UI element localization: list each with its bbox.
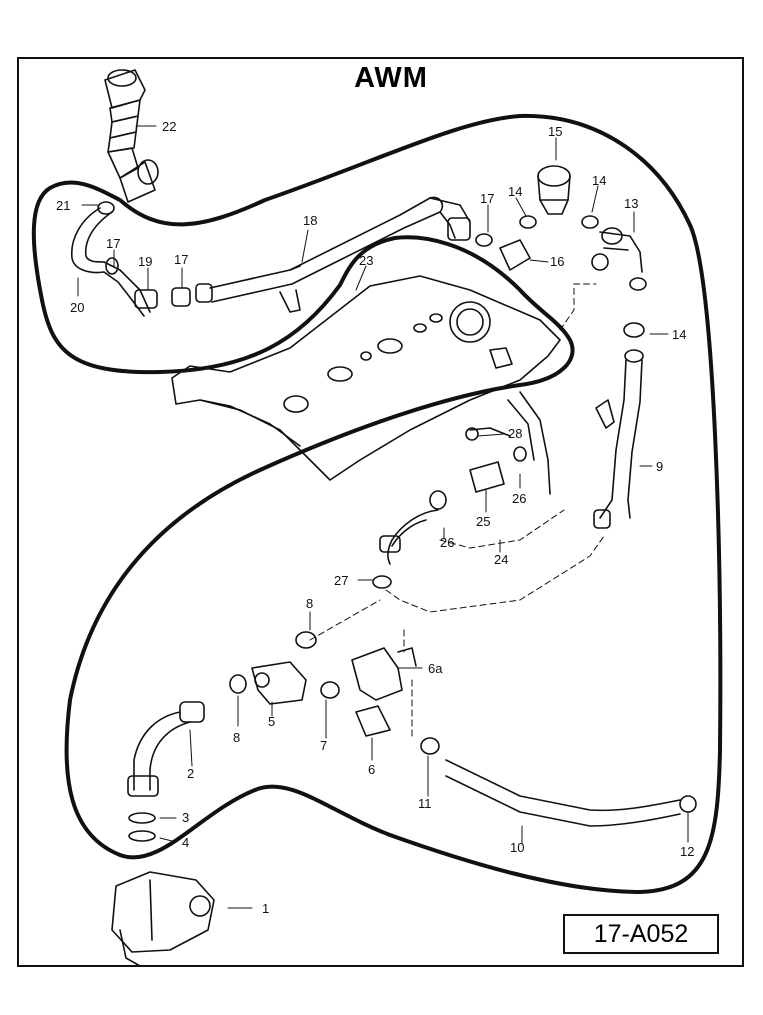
label-14-lower: 14 xyxy=(672,327,686,342)
part-10-hose xyxy=(445,759,697,827)
label-8-top: 8 xyxy=(306,596,313,611)
label-13: 13 xyxy=(624,196,638,211)
label-17-mid: 17 xyxy=(174,252,188,267)
hose-routing-outline xyxy=(31,113,723,894)
label-18: 18 xyxy=(303,213,317,228)
label-11: 11 xyxy=(418,796,432,811)
part-15-valve xyxy=(475,165,647,338)
label-17-left: 17 xyxy=(106,236,120,251)
label-24: 24 xyxy=(494,552,508,567)
label-7: 7 xyxy=(320,738,327,753)
part-1-pump xyxy=(111,871,215,967)
label-4: 4 xyxy=(182,835,189,850)
part-23-cover xyxy=(171,275,561,481)
part-22-connector xyxy=(104,69,159,203)
label-1: 1 xyxy=(262,901,269,916)
part-24-group xyxy=(372,391,551,589)
label-3: 3 xyxy=(182,810,189,825)
label-6a: 6a xyxy=(428,661,443,676)
label-12: 12 xyxy=(680,844,694,859)
label-10: 10 xyxy=(510,840,524,855)
label-21: 21 xyxy=(56,198,70,213)
reference-number-box: 17-A052 xyxy=(563,914,719,954)
part-2-hose xyxy=(127,701,205,842)
label-14-left: 14 xyxy=(508,184,522,199)
label-26-right: 26 xyxy=(512,491,526,506)
label-22: 22 xyxy=(162,119,176,134)
label-26-left: 26 xyxy=(440,535,454,550)
diagram-frame xyxy=(17,57,744,967)
label-6: 6 xyxy=(368,762,375,777)
label-8-bottom: 8 xyxy=(233,730,240,745)
part-18-pipe xyxy=(279,196,471,313)
label-16: 16 xyxy=(550,254,564,269)
assembly-guide-lines xyxy=(309,283,605,741)
label-20: 20 xyxy=(70,300,84,315)
label-28: 28 xyxy=(508,426,522,441)
part-9-pipe xyxy=(593,349,644,529)
label-15: 15 xyxy=(548,124,562,139)
label-5: 5 xyxy=(268,714,275,729)
leader-lines xyxy=(77,125,689,909)
part-5-connector xyxy=(229,631,440,755)
label-27: 27 xyxy=(334,573,348,588)
label-2: 2 xyxy=(187,766,194,781)
label-14-right: 14 xyxy=(592,173,606,188)
label-23: 23 xyxy=(359,253,373,268)
label-17-upper: 17 xyxy=(480,191,494,206)
part-number-labels: 1 2 3 4 5 6 6a 7 8 8 9 10 11 12 13 14 14… xyxy=(56,119,694,916)
label-19: 19 xyxy=(138,254,152,269)
label-25: 25 xyxy=(476,514,490,529)
label-9: 9 xyxy=(656,459,663,474)
engine-code-title: AWM xyxy=(354,62,428,94)
